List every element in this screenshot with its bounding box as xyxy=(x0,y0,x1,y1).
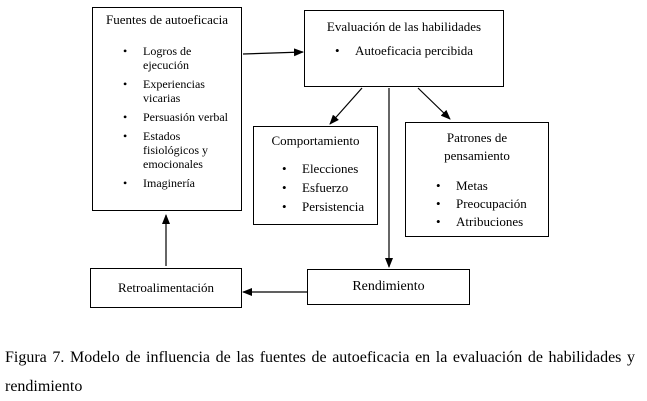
patrones-item: Metas xyxy=(436,177,542,195)
patrones-item: Preocupación xyxy=(436,195,542,213)
patrones-list: Metas Preocupación Atribuciones xyxy=(412,177,542,231)
comportamiento-list: Elecciones Esfuerzo Persistencia xyxy=(260,159,371,216)
patrones-title: Patrones de pensamiento xyxy=(444,130,510,163)
fuentes-item: Experiencias vicarias xyxy=(123,77,233,105)
comportamiento-item: Esfuerzo xyxy=(282,178,371,197)
rendimiento-box: Rendimiento xyxy=(307,269,470,305)
fuentes-title: Fuentes de autoeficacia xyxy=(106,12,228,27)
comportamiento-box: Comportamiento Elecciones Esfuerzo Persi… xyxy=(253,126,378,225)
evaluacion-list: Autoeficacia percibida xyxy=(311,43,497,59)
arrow-evaluacion-to-comportamiento xyxy=(329,87,363,125)
evaluacion-box: Evaluación de las habilidades Autoeficac… xyxy=(304,10,504,87)
arrow-fuentes-to-evaluacion xyxy=(242,48,304,57)
patrones-box: Patrones de pensamiento Metas Preocupaci… xyxy=(405,122,549,237)
fuentes-item: Persuasión verbal xyxy=(123,110,233,124)
arrow-evaluacion-to-patrones xyxy=(417,87,451,120)
retroalimentacion-title: Retroalimentación xyxy=(117,280,215,295)
fuentes-item: Imaginería xyxy=(123,176,233,190)
comportamiento-title: Comportamiento xyxy=(271,133,360,148)
comportamiento-item: Elecciones xyxy=(282,159,371,178)
rendimiento-title: Rendimiento xyxy=(352,279,425,294)
fuentes-list: Logros de ejecución Experiencias vicaria… xyxy=(101,44,233,190)
retroalimentacion-box: Retroalimentación xyxy=(90,268,242,308)
comportamiento-item: Persistencia xyxy=(282,197,371,216)
evaluacion-item: Autoeficacia percibida xyxy=(335,43,497,59)
fuentes-item: Logros de ejecución xyxy=(123,44,233,72)
fuentes-box: Fuentes de autoeficacia Logros de ejecuc… xyxy=(92,7,242,211)
fuentes-item: Estados fisiológicos y emocionales xyxy=(123,129,233,171)
figure-caption: Figura 7. Modelo de influencia de las fu… xyxy=(5,349,635,395)
evaluacion-title: Evaluación de las habilidades xyxy=(326,19,482,34)
patrones-item: Atribuciones xyxy=(436,213,542,231)
